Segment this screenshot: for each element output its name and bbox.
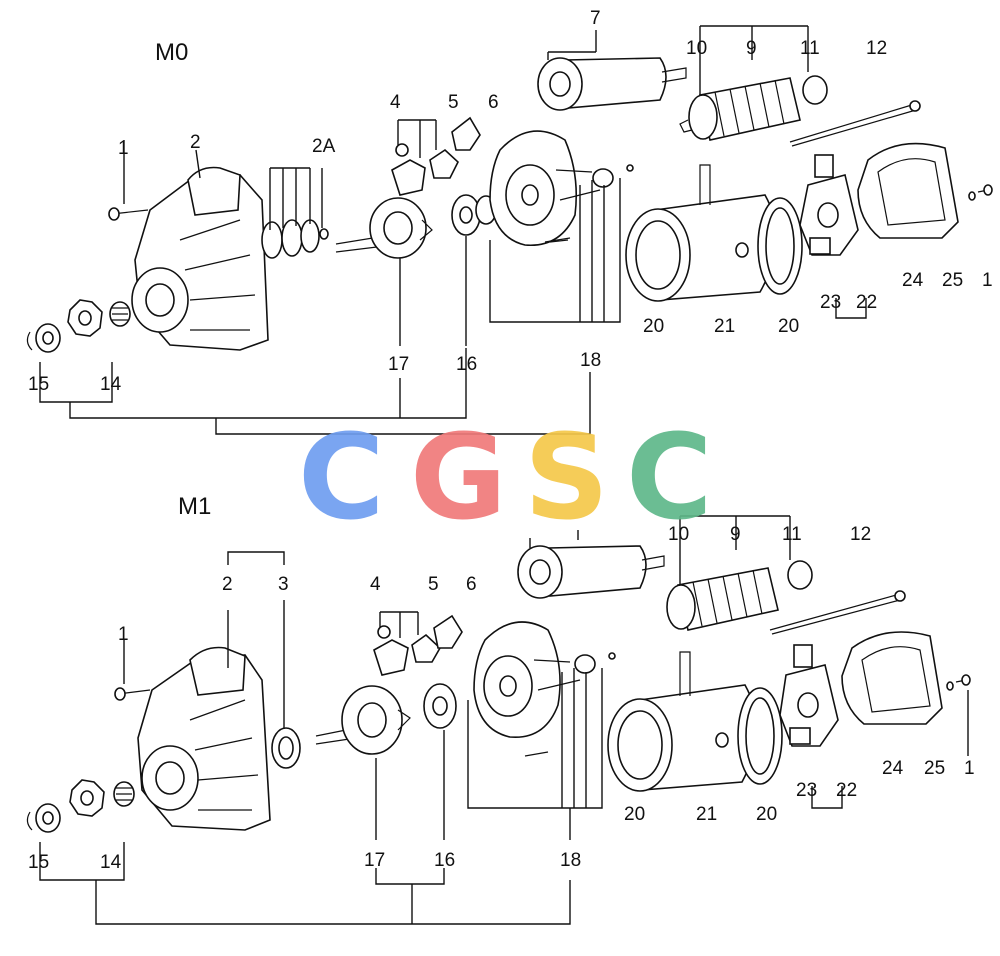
part-armature — [679, 25, 828, 141]
label-m0-1: 1 — [118, 138, 129, 159]
part-screw — [114, 687, 151, 701]
label-m0-25: 25 — [942, 270, 963, 291]
part-drive-housing — [131, 166, 269, 351]
label-m1-3: 3 — [278, 574, 289, 595]
part-through-bolt — [769, 590, 906, 635]
watermark-letter: C — [298, 408, 385, 546]
label-m0-12: 12 — [866, 38, 887, 59]
label-m0-24: 24 — [902, 270, 924, 291]
label-m1-23: 23 — [796, 780, 817, 801]
watermark-logo: C G S C — [298, 408, 713, 546]
label-m1-5: 5 — [428, 574, 439, 595]
part-end-ring — [737, 687, 783, 785]
part-stop-ring — [26, 323, 61, 353]
label-m1-18: 18 — [560, 850, 581, 871]
labels-m0: 1 2 2A 4 5 6 7 10 9 11 12 15 14 17 16 18… — [28, 8, 993, 395]
part-screw — [108, 207, 149, 221]
label-m0-20b: 20 — [778, 316, 799, 337]
brackets-m0 — [39, 140, 867, 435]
label-m1-1b: 1 — [964, 758, 975, 779]
label-m1-24: 24 — [882, 758, 904, 779]
part-armature — [666, 515, 813, 631]
watermark-letter: G — [410, 408, 507, 546]
label-m1-1: 1 — [118, 624, 129, 645]
label-m1-16: 16 — [434, 850, 455, 871]
part-stop-ring — [26, 803, 61, 833]
part-seal-rings — [261, 167, 329, 259]
label-m1-12: 12 — [850, 524, 871, 545]
panel-title-m1: M1 — [178, 493, 211, 520]
label-m1-2: 2 — [222, 574, 233, 595]
label-m0-2: 2 — [190, 132, 201, 153]
part-end-cover — [857, 142, 959, 239]
label-m0-10: 10 — [686, 38, 707, 59]
label-m0-17: 17 — [388, 354, 409, 375]
label-m1-20b: 20 — [756, 804, 777, 825]
panel-title-m0: M0 — [155, 39, 188, 66]
part-fork-lever — [373, 611, 463, 676]
label-m0-6: 6 — [488, 92, 499, 113]
part-solenoid — [517, 530, 665, 599]
part-end-cover — [841, 631, 943, 725]
label-m0-9: 9 — [746, 38, 757, 59]
label-m1-20a: 20 — [624, 804, 645, 825]
label-m0-16: 16 — [456, 354, 477, 375]
label-m0-14: 14 — [100, 374, 122, 395]
part-bearing-plate — [489, 130, 634, 247]
part-fork-lever — [391, 116, 481, 196]
label-m0-21: 21 — [714, 316, 735, 337]
part-small-screws — [946, 674, 971, 691]
watermark-letter: S — [524, 408, 609, 546]
label-m0-22: 22 — [856, 292, 877, 313]
part-pinion — [69, 779, 135, 817]
label-m1-14: 14 — [100, 852, 122, 873]
part-field-yoke — [607, 651, 758, 792]
part-brush-holder — [779, 644, 839, 747]
part-bearing-plate — [473, 621, 616, 757]
label-m1-6: 6 — [466, 574, 477, 595]
part-drive-housing — [137, 646, 271, 831]
label-m1-9: 9 — [730, 524, 741, 545]
part-end-ring — [757, 197, 803, 295]
label-m1-21: 21 — [696, 804, 717, 825]
label-m0-1b: 1 — [982, 270, 993, 291]
label-m0-5: 5 — [448, 92, 459, 113]
part-brush-holder — [799, 154, 859, 256]
label-m0-20a: 20 — [643, 316, 664, 337]
label-m0-18: 18 — [580, 350, 601, 371]
part-seal-ring — [271, 727, 301, 769]
label-m0-15: 15 — [28, 374, 49, 395]
label-m0-11: 11 — [800, 38, 820, 59]
label-m1-11: 11 — [782, 524, 802, 545]
label-m0-4: 4 — [390, 92, 401, 113]
part-solenoid — [537, 30, 687, 111]
label-m1-15: 15 — [28, 852, 49, 873]
panel-m0: M0 — [26, 8, 993, 435]
part-planet-gear — [423, 683, 457, 729]
brackets-m1 — [39, 551, 969, 925]
label-m0-2a: 2A — [312, 136, 336, 157]
part-field-yoke — [625, 164, 778, 302]
label-m0-7: 7 — [590, 8, 601, 29]
part-through-bolt — [789, 100, 921, 147]
label-m1-10: 10 — [668, 524, 689, 545]
part-intermediate-shaft — [335, 197, 433, 259]
label-m1-22: 22 — [836, 780, 857, 801]
label-m1-4: 4 — [370, 574, 381, 595]
part-intermediate-shaft — [315, 685, 411, 755]
part-pinion — [67, 299, 131, 337]
label-m0-23: 23 — [820, 292, 841, 313]
part-small-screws — [549, 184, 993, 243]
label-m1-17: 17 — [364, 850, 385, 871]
labels-m1: 1 2 3 4 5 6 10 9 11 12 15 14 17 16 18 20… — [28, 524, 975, 873]
panel-m1: M1 — [26, 493, 975, 925]
label-m1-25: 25 — [924, 758, 945, 779]
watermark-letter: C — [626, 408, 713, 546]
